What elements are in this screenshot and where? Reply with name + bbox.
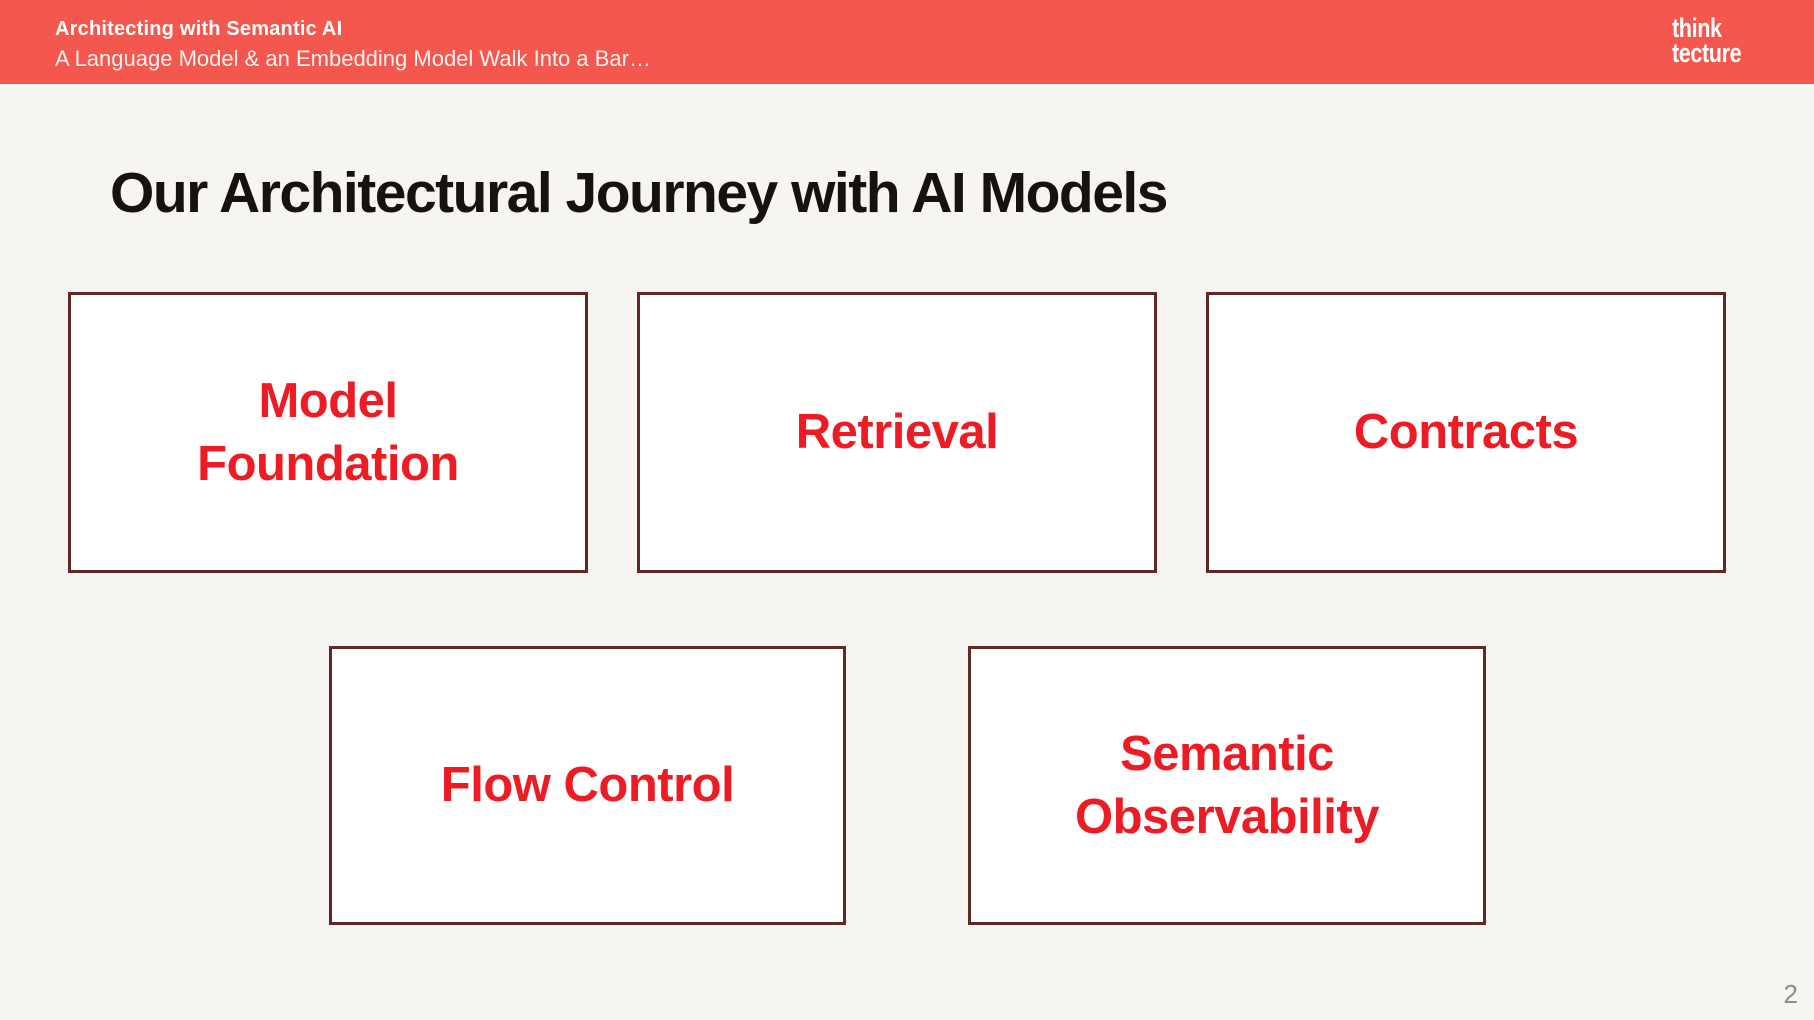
box-label: Retrieval	[795, 405, 999, 460]
box-label: Model	[258, 373, 398, 428]
box-label: Contracts	[1353, 405, 1579, 460]
box-semantic-observability: Semantic Observability	[968, 646, 1486, 925]
page-number: 2	[1783, 979, 1798, 1009]
thinktecture-logo: think tecture	[1672, 13, 1742, 68]
box-label: Observability	[1075, 789, 1379, 844]
page-title: Our Architectural Journey with AI Models	[110, 161, 1168, 225]
box-model-foundation: Model Foundation	[68, 292, 588, 573]
box-label: Foundation	[197, 436, 459, 491]
slide-header-bar: Architecting with Semantic AI A Language…	[0, 0, 1814, 84]
box-flow-control: Flow Control	[329, 646, 846, 925]
box-retrieval: Retrieval	[637, 292, 1157, 573]
box-contracts: Contracts	[1206, 292, 1726, 573]
deck-subtitle: A Language Model & an Embedding Model Wa…	[55, 46, 651, 71]
deck-title: Architecting with Semantic AI	[55, 18, 343, 40]
logo-line-2: tecture	[1672, 38, 1742, 68]
logo-line-1: think	[1672, 13, 1722, 43]
box-label: Semantic	[1120, 726, 1334, 781]
box-label: Flow Control	[440, 758, 735, 813]
